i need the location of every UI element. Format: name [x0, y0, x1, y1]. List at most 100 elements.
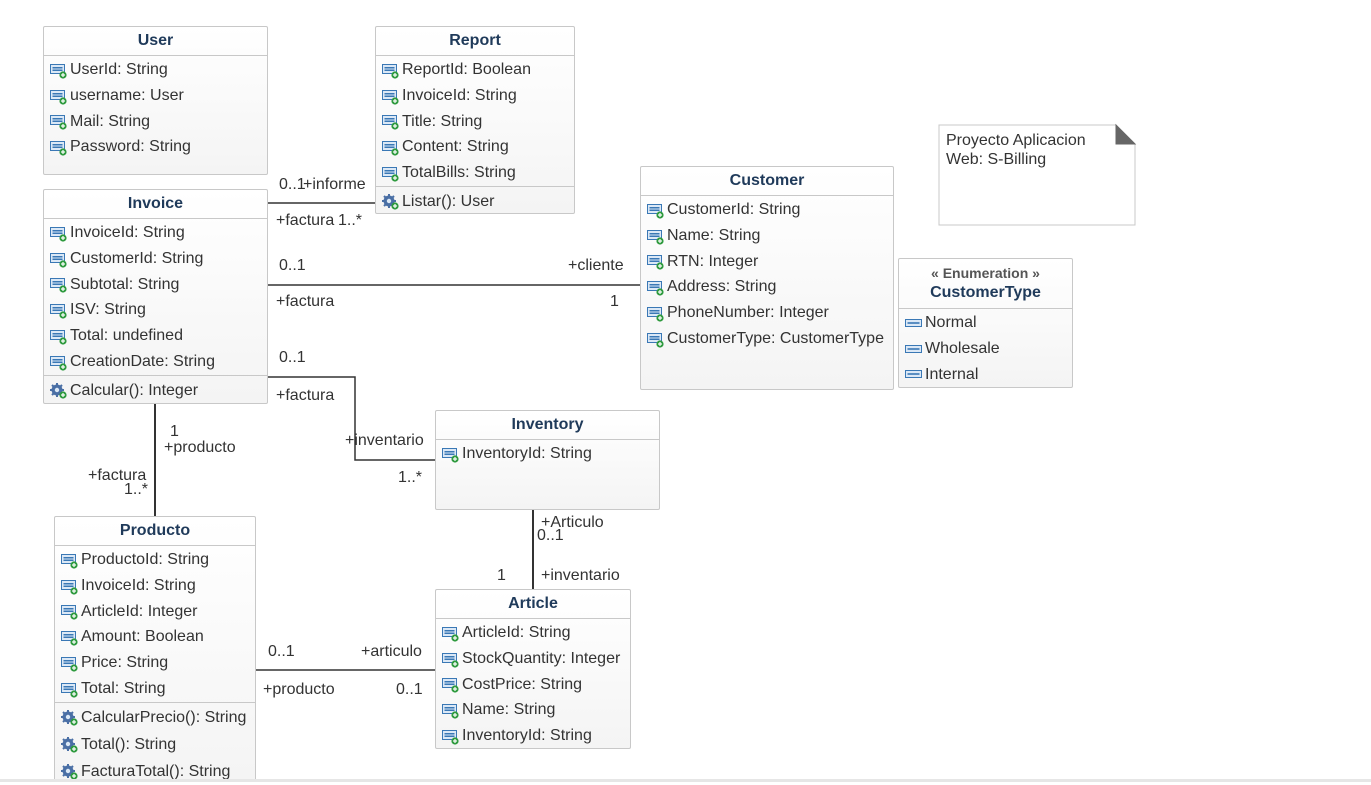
attribute-row-text: Amount: Boolean: [81, 628, 204, 646]
attribute-row[interactable]: CostPrice: String: [436, 672, 630, 698]
attribute-row[interactable]: ProductoId: String: [55, 547, 255, 573]
class-title: Invoice: [44, 190, 267, 219]
attribute-icon: [442, 703, 459, 719]
enum-literal-row[interactable]: Wholesale: [899, 336, 1072, 362]
attribute-row[interactable]: Name: String: [641, 223, 893, 249]
attribute-icon: [50, 114, 67, 131]
enum-literal-row-text: Normal: [925, 314, 977, 331]
attribute-row[interactable]: Total: String: [55, 676, 255, 702]
operation-row[interactable]: FacturaTotal(): String: [55, 758, 255, 785]
bottom-divider: [0, 779, 1371, 782]
literal-icon: [905, 367, 922, 381]
attribute-row[interactable]: Subtotal: String: [44, 272, 267, 298]
attribute-row[interactable]: InvoiceId: String: [44, 220, 267, 246]
attribute-row[interactable]: ArticleId: String: [436, 620, 630, 646]
attribute-row[interactable]: InvoiceId: String: [55, 573, 255, 599]
attribute-row[interactable]: Content: String: [376, 134, 574, 160]
enum-literal-row-text: Internal: [925, 365, 979, 383]
attribute-row-text: CustomerType: CustomerType: [667, 329, 884, 347]
label-invoice-inventory-role-right: +inventario: [345, 432, 424, 449]
label-inventory-article-role-top: +Articulo: [541, 514, 604, 531]
label-invoice-customer-mult-right: 1: [610, 293, 619, 310]
label-producto-article-mult-right: 0..1: [396, 681, 423, 698]
class-title: Customer: [641, 167, 893, 196]
attribute-row[interactable]: ArticleId: Integer: [55, 599, 255, 625]
attribute-row[interactable]: Password: String: [44, 134, 267, 160]
label-invoice-customer-role-left: +factura: [276, 293, 335, 310]
attribute-row[interactable]: Mail: String: [44, 109, 267, 135]
class-inventory[interactable]: Inventory InventoryId: String: [435, 410, 660, 510]
label-invoice-producto-role-bot: +factura: [88, 467, 147, 484]
note[interactable]: Proyecto Aplicacion Web: S-Billing: [938, 125, 1135, 225]
attribute-row[interactable]: ReportId: Boolean: [376, 57, 574, 83]
label-producto-article-role-right: +articulo: [361, 643, 422, 660]
attribute-row[interactable]: PhoneNumber: Integer: [641, 300, 893, 326]
attribute-row-text: Total: undefined: [70, 327, 183, 345]
operation-row-text: CalcularPrecio(): String: [81, 708, 247, 726]
attribute-row-text: Title: String: [402, 112, 483, 130]
attribute-row-text: StockQuantity: Integer: [462, 649, 621, 667]
attribute-row[interactable]: InventoryId: String: [436, 441, 659, 467]
attribute-row[interactable]: CreationDate: String: [44, 349, 267, 375]
label-invoice-customer-mult-left: 0..1: [279, 257, 306, 274]
attribute-row[interactable]: Total: undefined: [44, 323, 267, 349]
attribute-row-text: InvoiceId: String: [402, 86, 517, 104]
class-title: User: [44, 27, 267, 56]
attribute-icon: [61, 579, 78, 595]
attribute-row-text: ISV: String: [70, 301, 146, 319]
attribute-icon: [382, 166, 399, 182]
attribute-row-text: ReportId: Boolean: [402, 61, 531, 78]
attribute-icon: [61, 553, 78, 569]
attributes: InventoryId: String: [436, 440, 659, 467]
attribute-icon: [382, 114, 399, 131]
label-invoice-report-role-top: +informe: [303, 176, 366, 193]
attribute-icon: [647, 280, 664, 296]
attribute-row[interactable]: UserId: String: [44, 57, 267, 83]
attribute-row[interactable]: StockQuantity: Integer: [436, 646, 630, 672]
note-fold: [1115, 123, 1137, 145]
attribute-row-text: Price: String: [81, 654, 169, 672]
operation-row[interactable]: Total(): String: [55, 731, 255, 758]
operation-row[interactable]: CalcularPrecio(): String: [55, 704, 255, 731]
attribute-row[interactable]: Address: String: [641, 274, 893, 300]
attribute-row-text: ArticleId: String: [462, 624, 571, 641]
attribute-row[interactable]: Amount: Boolean: [55, 624, 255, 650]
attribute-row[interactable]: CustomerType: CustomerType: [641, 326, 893, 352]
operation-row[interactable]: Calcular(): Integer: [44, 377, 267, 404]
association-invoice-inventory: [268, 376, 435, 461]
attribute-row[interactable]: TotalBills: String: [376, 160, 574, 186]
attribute-row[interactable]: InvoiceId: String: [376, 83, 574, 109]
attribute-row[interactable]: Title: String: [376, 109, 574, 135]
attribute-icon: [442, 626, 459, 642]
attribute-row[interactable]: Price: String: [55, 650, 255, 676]
attribute-row-text: Address: String: [667, 278, 777, 296]
enum-literal-row[interactable]: Normal: [899, 310, 1072, 336]
label-invoice-producto-mult-bot: 1..*: [124, 481, 149, 498]
operation-row-text: Calcular(): Integer: [70, 381, 199, 399]
enum-literal-row[interactable]: Internal: [899, 362, 1072, 388]
operation-row[interactable]: Listar(): User: [376, 188, 574, 215]
attribute-icon: [382, 63, 399, 79]
attribute-row[interactable]: CustomerId: String: [641, 197, 893, 223]
attribute-row[interactable]: Name: String: [436, 697, 630, 723]
attribute-row[interactable]: InventoryId: String: [436, 723, 630, 749]
label-inventory-article-mult-bot: 1: [497, 567, 506, 584]
label-invoice-inventory-role-left: +factura: [276, 387, 335, 404]
attribute-row-text: CustomerId: String: [70, 249, 204, 267]
attribute-row[interactable]: RTN: Integer: [641, 249, 893, 275]
attribute-row[interactable]: username: User: [44, 83, 267, 109]
attribute-row[interactable]: CustomerId: String: [44, 246, 267, 272]
label-invoice-inventory-mult-right: 1..*: [398, 469, 423, 486]
attribute-row[interactable]: ISV: String: [44, 297, 267, 323]
